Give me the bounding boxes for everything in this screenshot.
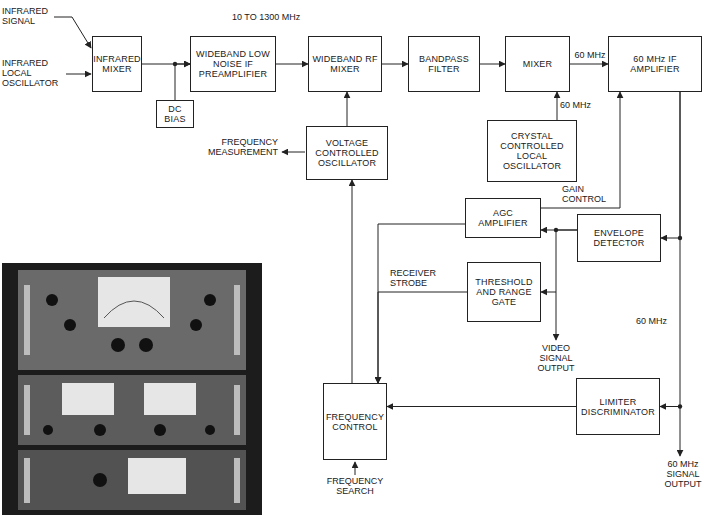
rack-handle — [234, 385, 240, 435]
signal-label: 60 MHz SIGNAL OUTPUT — [655, 459, 711, 489]
box-label: 60 MHz IF AMPLIFIER — [612, 54, 698, 74]
panel-knob — [64, 319, 76, 331]
process-box: ENVELOPE DETECTOR — [577, 214, 661, 262]
rack-handle — [234, 458, 240, 503]
signal-label: INFRARED LOCAL OSCILLATOR — [2, 58, 62, 88]
signal-connector — [480, 64, 505, 65]
rack-panel — [18, 270, 246, 370]
panel-knob — [111, 338, 125, 352]
signal-label: VIDEO SIGNAL OUTPUT — [531, 343, 581, 373]
junction-dot — [173, 62, 177, 66]
output-wire — [282, 152, 305, 153]
panel-meter — [128, 458, 186, 494]
meter-scale — [104, 301, 164, 318]
input-wire — [66, 74, 91, 75]
input-wire — [355, 462, 356, 475]
junction-dot — [554, 228, 558, 232]
process-box: BANDPASS FILTER — [408, 36, 480, 92]
box-label: WIDEBAND RF MIXER — [312, 54, 378, 74]
process-box: LIMITER DISCRIMINATOR — [576, 378, 660, 435]
signal-connector — [541, 230, 577, 292]
panel-knob — [154, 424, 166, 436]
panel-knob — [93, 473, 107, 487]
box-label: CRYSTAL CONTROLLED LOCAL OSCILLATOR — [491, 131, 573, 171]
panel-knob — [46, 294, 58, 306]
signal-connector — [660, 92, 680, 407]
rack-handle — [24, 385, 30, 435]
process-box: THRESHOLD AND RANGE GATE — [467, 262, 541, 322]
signal-connector — [570, 64, 608, 65]
panel-meter — [144, 383, 196, 415]
input-wire — [54, 17, 91, 48]
signal-connector — [378, 224, 465, 383]
signal-connector — [557, 92, 558, 120]
process-box: WIDEBAND LOW NOISE IF PREAMPLIFIER — [190, 36, 276, 92]
box-label: BANDPASS FILTER — [412, 54, 476, 74]
signal-label: FREQUENCY SEARCH — [315, 476, 395, 496]
connector-label: GAIN CONTROL — [562, 184, 608, 204]
box-label: LIMITER DISCRIMINATOR — [580, 397, 656, 417]
signal-connector — [352, 180, 353, 383]
box-label: WIDEBAND LOW NOISE IF PREAMPLIFIER — [194, 49, 272, 79]
signal-label: 60 MHz — [636, 316, 676, 326]
rack-panel — [18, 450, 246, 510]
panel-knob — [43, 425, 53, 435]
box-label: DC BIAS — [160, 104, 190, 124]
box-label: VOLTAGE CONTROLLED OSCILLATOR — [310, 138, 384, 168]
signal-wires — [54, 17, 680, 475]
panel-knob — [204, 294, 216, 306]
process-box: AGC AMPLIFIER — [465, 198, 541, 238]
signal-connector — [276, 64, 308, 65]
panel-meter — [98, 277, 170, 327]
rack-handle — [24, 285, 30, 355]
process-box: MIXER — [505, 36, 570, 92]
panel-knob — [205, 425, 215, 435]
signal-connector — [387, 406, 576, 407]
junction-dot — [678, 404, 682, 408]
box-label: THRESHOLD AND RANGE GATE — [471, 277, 537, 307]
signal-connector — [661, 92, 680, 238]
process-box: INFRARED MIXER — [92, 36, 142, 92]
panel-knob — [94, 424, 106, 436]
rack-frame — [2, 263, 262, 515]
signal-connector — [382, 64, 408, 65]
signal-label: FREQUENCY MEASUREMENT — [186, 137, 278, 157]
output-wire — [680, 406, 681, 456]
panel-meter — [62, 383, 114, 415]
box-label: ENVELOPE DETECTOR — [581, 228, 657, 248]
rack-panel — [18, 375, 246, 445]
connector-label: RECEIVER STROBE — [390, 268, 446, 288]
box-label: FREQUENCY CONTROL — [326, 412, 384, 432]
signal-connector — [347, 92, 348, 126]
signal-label: 60 MHz — [572, 50, 608, 60]
process-box: 60 MHz IF AMPLIFIER — [608, 36, 702, 92]
signal-connector — [378, 292, 467, 383]
output-wire — [556, 292, 557, 340]
signal-label: INFRARED SIGNAL — [2, 6, 52, 26]
panel-knob — [190, 319, 202, 331]
process-box: WIDEBAND RF MIXER — [308, 36, 382, 92]
signal-connector — [175, 64, 190, 100]
equipment-photo — [2, 263, 262, 515]
rack-handle — [234, 285, 240, 355]
box-label: INFRARED MIXER — [93, 54, 141, 74]
box-label: MIXER — [523, 59, 553, 69]
process-box: VOLTAGE CONTROLLED OSCILLATOR — [306, 126, 388, 180]
signal-label: 60 MHz — [560, 100, 600, 110]
process-box: CRYSTAL CONTROLLED LOCAL OSCILLATOR — [487, 120, 577, 182]
connector-layer — [142, 62, 682, 409]
box-label: AGC AMPLIFIER — [469, 208, 537, 228]
process-box: DC BIAS — [156, 100, 194, 128]
signal-label: 10 TO 1300 MHz — [232, 12, 362, 22]
junction-dot — [678, 236, 682, 240]
process-box: FREQUENCY CONTROL — [323, 383, 387, 460]
panel-knob — [139, 338, 153, 352]
rack-handle — [24, 458, 30, 503]
